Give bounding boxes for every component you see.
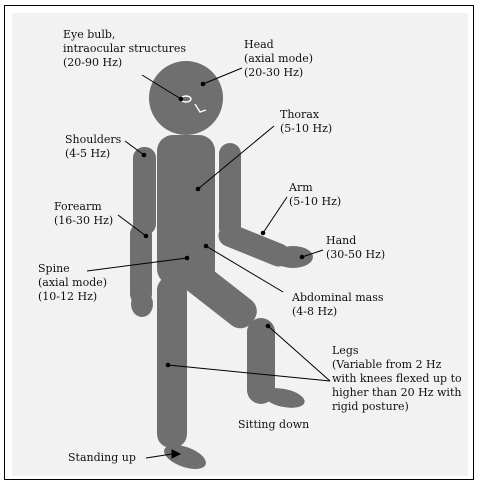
eye-leader-dot xyxy=(179,97,183,101)
standing-label: Standing up xyxy=(68,451,136,465)
forearm-leader-dot xyxy=(144,234,148,238)
legs-leader-dot-sitting xyxy=(266,324,270,328)
hand-leader-dot xyxy=(300,255,304,259)
legs-label: Legs (Variable from 2 Hz with knees flex… xyxy=(332,344,462,414)
arm-leader-line xyxy=(263,197,287,233)
head-leader-dot xyxy=(201,82,205,86)
abdominal-leader-dot xyxy=(204,244,208,248)
standing-leg-shape xyxy=(157,276,187,448)
sitting-thigh-shape xyxy=(175,256,262,334)
spine-label: Spine (axial mode) (10-12 Hz) xyxy=(38,262,107,304)
shoulders-leader-dot xyxy=(142,153,146,157)
left-upper-arm-shape xyxy=(133,147,156,235)
arm-leader-dot xyxy=(261,231,265,235)
thorax-label: Thorax (5-10 Hz) xyxy=(280,108,332,136)
head-label: Head (axial mode) (20-30 Hz) xyxy=(244,38,313,80)
legs-leader-dot-standing xyxy=(166,363,170,367)
legs-leader-line-sitting xyxy=(268,326,330,381)
arm-label: Arm (5-10 Hz) xyxy=(289,181,341,209)
shoulders-label: Shoulders (4-5 Hz) xyxy=(65,133,121,161)
right-hand-shape xyxy=(273,246,313,268)
abdominal-label: Abdominal mass (4-8 Hz) xyxy=(292,291,384,319)
thorax-leader-dot xyxy=(196,187,200,191)
torso-shape xyxy=(157,135,215,285)
hand-label: Hand (30-50 Hz) xyxy=(326,234,385,262)
left-hand-shape xyxy=(131,291,153,317)
spine-leader-dot xyxy=(185,256,189,260)
sitting-label: Sitting down xyxy=(238,418,309,432)
eye-label: Eye bulb, intraocular structures (20-90 … xyxy=(63,28,186,70)
head-shape xyxy=(149,61,223,135)
forearm-label: Forearm (16-30 Hz) xyxy=(54,200,113,228)
